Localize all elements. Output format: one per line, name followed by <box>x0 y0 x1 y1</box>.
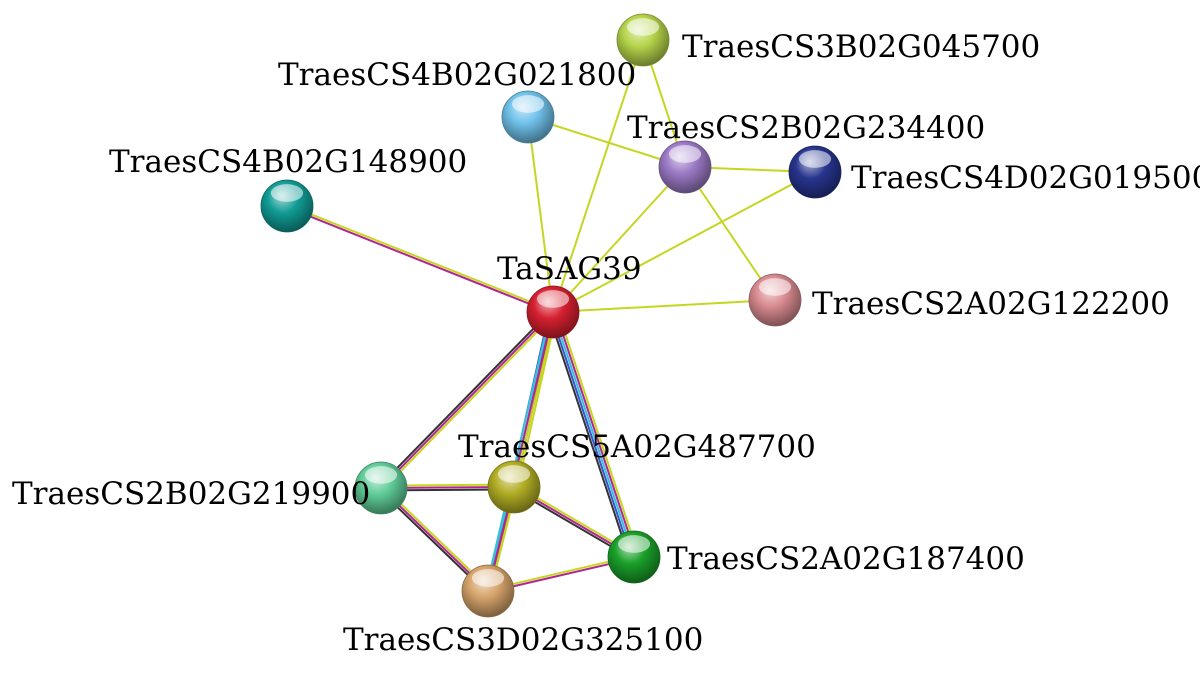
node-label-g3d325100: TraesCS3D02G325100 <box>343 622 703 658</box>
node-g4b148900[interactable] <box>260 179 314 233</box>
edge-tasag39-g2b219900 <box>378 309 556 491</box>
node-highlight <box>270 184 304 202</box>
edge-evidence-strand <box>516 311 558 489</box>
node-label-g2a187400: TraesCS2A02G187400 <box>667 541 1025 577</box>
node-label-tasag39: TaSAG39 <box>497 251 642 287</box>
edge-evidence-strand <box>285 206 554 315</box>
nodes-layer <box>260 13 842 618</box>
node-label-g4b021800: TraesCS4B02G021800 <box>278 57 636 93</box>
edge-g2b234400-tasag39 <box>552 166 686 313</box>
edge-g4b148900-tasag39 <box>285 203 555 315</box>
edge-evidence-strand <box>381 312 556 491</box>
node-highlight <box>617 535 651 553</box>
node-g2b234400[interactable] <box>658 140 712 194</box>
node-highlight <box>758 278 792 296</box>
node-highlight <box>626 18 660 36</box>
edge-g3b045700-tasag39 <box>552 39 644 313</box>
node-g3b045700[interactable] <box>616 13 670 67</box>
node-highlight <box>668 145 702 163</box>
node-label-g2b234400: TraesCS2B02G234400 <box>627 110 985 146</box>
edge-evidence-strand <box>527 116 686 168</box>
edge-evidence-strand <box>552 311 635 558</box>
edge-g4d019500-tasag39 <box>552 171 816 313</box>
edge-tasag39-g2a122200 <box>552 299 776 313</box>
edge-evidence-strand <box>552 299 776 313</box>
edge-evidence-strand <box>556 309 640 557</box>
node-label-g5a487700: TraesCS5A02G487700 <box>458 429 816 465</box>
node-highlight <box>511 95 545 113</box>
node-tasag39[interactable] <box>526 285 580 339</box>
edge-evidence-strand <box>549 311 633 559</box>
node-label-g3b045700: TraesCS3B02G045700 <box>682 29 1040 65</box>
node-g2a122200[interactable] <box>748 273 802 327</box>
edge-g2b234400-g2a122200 <box>684 166 776 301</box>
node-highlight <box>364 466 398 484</box>
edge-tasag39-g2a187400 <box>547 309 640 560</box>
edge-evidence-strand <box>378 309 553 488</box>
node-g5a487700[interactable] <box>487 460 541 514</box>
edge-evidence-strand <box>554 310 638 558</box>
node-label-g4d019500: TraesCS4D02G019500 <box>851 160 1200 196</box>
edge-evidence-strand <box>527 116 554 313</box>
node-highlight <box>536 290 570 308</box>
edge-g4b021800-g2b234400 <box>527 116 686 168</box>
node-label-g4b148900: TraesCS4B02G148900 <box>109 144 467 180</box>
edge-evidence-strand <box>547 312 631 560</box>
edge-evidence-strand <box>380 311 554 489</box>
node-g4d019500[interactable] <box>788 145 842 199</box>
edge-evidence-strand <box>286 203 555 312</box>
node-g2b219900[interactable] <box>354 461 408 515</box>
node-g3d325100[interactable] <box>461 564 515 618</box>
edge-g4b021800-tasag39 <box>527 116 554 313</box>
edge-evidence-strand <box>684 166 776 301</box>
labels-layer: TaSAG39 TraesCS3B02G045700TraesCS4B02G021… <box>12 29 1200 658</box>
node-label-g2a122200: TraesCS2A02G122200 <box>812 286 1170 322</box>
node-g2a187400[interactable] <box>607 530 661 584</box>
edge-evidence-strand <box>552 166 686 313</box>
node-highlight <box>471 569 505 587</box>
node-highlight <box>798 150 832 168</box>
node-label-g2b219900: TraesCS2B02G219900 <box>12 476 370 512</box>
edge-evidence-strand <box>552 171 816 313</box>
node-g4b021800[interactable] <box>501 90 555 144</box>
node-highlight <box>497 465 531 483</box>
edge-evidence-strand <box>552 39 644 313</box>
